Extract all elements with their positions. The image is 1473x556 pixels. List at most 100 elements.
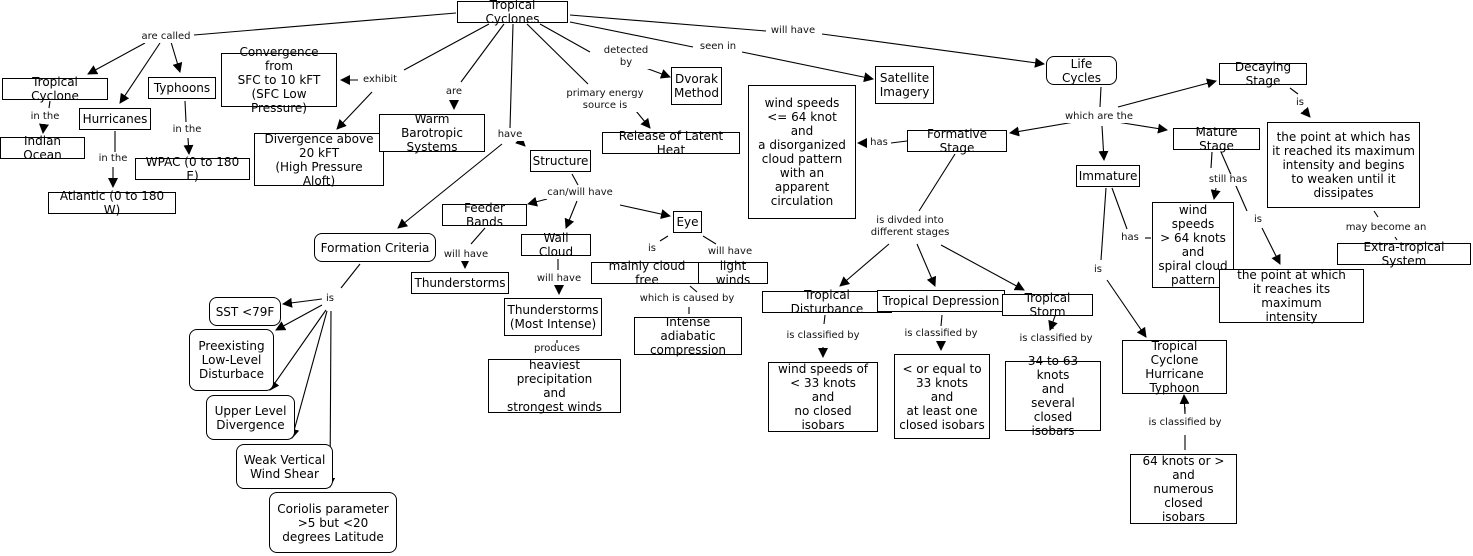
connector-arrow: [289, 310, 328, 439]
connector-line: [1373, 210, 1379, 218]
connector-line: [918, 153, 956, 212]
concept-convergence[interactable]: Convergence from SFC to 10 kFT (SFC Low …: [221, 45, 337, 115]
connector-line: [1210, 151, 1213, 169]
concept-decay-desc[interactable]: the point at which has it reached its ma…: [1267, 122, 1420, 208]
concept-td-desc[interactable]: wind speeds of < 33 knots and no closed …: [768, 362, 878, 432]
concept-adiabatic[interactable]: Intense adiabatic compression: [634, 315, 742, 357]
link-label-detected-by: detected by: [601, 45, 651, 69]
link-label-have: have: [495, 129, 525, 141]
concept-latent-heat[interactable]: Release of Latent Heat: [602, 129, 740, 157]
link-label-will-have-fb: will have: [441, 249, 491, 261]
concept-wall-cloud[interactable]: Wall Cloud: [521, 231, 591, 259]
connector-arrow: [282, 297, 323, 308]
concept-hurricane-class[interactable]: 64 knots or > and numerous closed isobar…: [1130, 454, 1237, 524]
concept-mainly-cloud-free[interactable]: mainly cloud free: [591, 259, 703, 287]
concept-tropical-storm[interactable]: Tropical Storm: [1002, 291, 1093, 319]
connector-arrow: [564, 200, 578, 229]
concept-immature[interactable]: Immature: [1076, 165, 1140, 187]
concept-wpac[interactable]: WPAC (0 to 180 E): [135, 155, 250, 183]
connector-line: [702, 235, 717, 245]
concept-tc-names[interactable]: Tropical Cyclone Hurricane Typhoon: [1122, 339, 1227, 395]
connector-arrow: [1106, 279, 1147, 338]
concept-dvorak[interactable]: Dvorak Method: [671, 67, 722, 105]
connector-line: [569, 14, 767, 32]
concept-formative-desc[interactable]: wind speeds <= 64 knot and a disorganize…: [748, 85, 856, 219]
concept-divergence[interactable]: Divergence above 20 kFT (High Pressure A…: [254, 132, 384, 188]
concept-mature-wind[interactable]: wind speeds > 64 knots and spiral cloud …: [1152, 202, 1234, 288]
concept-tropical-depression[interactable]: Tropical Depression: [877, 290, 1005, 312]
connector-arrow: [1210, 187, 1221, 200]
link-label-in-the-2: in the: [96, 153, 130, 165]
concept-tropical-disturbance[interactable]: Tropical Disturbance: [762, 288, 892, 316]
concept-eye[interactable]: Eye: [673, 211, 702, 233]
link-label-is-mature: is: [1252, 214, 1264, 226]
concept-max-intensity[interactable]: the point at which it reaches its maximu…: [1219, 268, 1364, 324]
concept-structure[interactable]: Structure: [530, 150, 591, 172]
connector-line: [823, 314, 826, 325]
link-label-has-formative: has: [868, 137, 890, 149]
connector-line: [569, 21, 694, 48]
connector-arrow: [635, 110, 651, 129]
link-label-in-the-1: in the: [28, 111, 62, 123]
link-label-caused-by: which is caused by: [637, 293, 737, 305]
link-label-is-eye: is: [646, 243, 658, 255]
connector-arrow: [170, 41, 183, 73]
concept-atlantic[interactable]: Atlantic (0 to 180 W): [48, 189, 176, 217]
concept-light-winds[interactable]: light winds: [698, 259, 768, 287]
connector-line: [890, 140, 908, 144]
concept-warm-barotropic[interactable]: Warm Barotropic Systems: [379, 112, 485, 154]
concept-weak-shear[interactable]: Weak Vertical Wind Shear: [236, 444, 333, 489]
connector-line: [509, 23, 514, 129]
link-label-classified-hurr: is classified by: [1146, 417, 1224, 429]
concept-tdep-desc[interactable]: < or equal to 33 knots and at least one …: [894, 354, 990, 439]
link-label-are: are: [443, 86, 465, 98]
concept-extratropical[interactable]: Extra-tropical System: [1337, 240, 1471, 268]
concept-hurricanes[interactable]: Hurricanes: [79, 108, 151, 130]
concept-sst[interactable]: SST <79F: [209, 297, 281, 326]
concept-decaying-stage[interactable]: Decaying Stage: [1219, 60, 1307, 88]
link-label-produces: produces: [532, 343, 582, 355]
connector-arrow: [1179, 394, 1190, 415]
connector-line: [659, 235, 669, 242]
connector-line: [193, 12, 457, 36]
connector-arrow: [1300, 106, 1311, 118]
link-label-exhibit: exhibit: [360, 74, 400, 86]
concept-ts-desc[interactable]: 34 to 63 knots and several closed isobar…: [1005, 354, 1101, 438]
concept-upper-div[interactable]: Upper Level Divergence: [206, 395, 295, 440]
connector-line: [340, 263, 361, 289]
link-label-is-immature: is: [1092, 264, 1104, 276]
concept-satellite[interactable]: Satellite Imagery: [875, 66, 934, 104]
connector-arrow: [916, 243, 937, 287]
concept-tropical-cyclones[interactable]: Tropical Cyclones: [457, 0, 568, 26]
connector-arrow: [1098, 125, 1109, 161]
connector-line: [526, 23, 589, 85]
connector-line: [1289, 87, 1299, 95]
connector-arrow: [527, 196, 548, 207]
connector-line: [403, 23, 490, 71]
link-label-still-has: still has: [1206, 174, 1250, 186]
connector-line: [539, 23, 591, 53]
concept-formation-criteria[interactable]: Formation Criteria: [314, 233, 436, 262]
link-label-is-fc: is: [324, 293, 336, 305]
concept-coriolis[interactable]: Coriolis parameter >5 but <20 degrees La…: [269, 492, 397, 553]
concept-feeder-bands[interactable]: Feeder Bands: [442, 201, 527, 229]
link-label-classified-ts: is classified by: [1017, 333, 1095, 345]
link-label-will-have-top: will have: [768, 25, 818, 37]
connector-arrow: [1117, 78, 1217, 108]
connector-arrow: [821, 33, 1045, 68]
concept-typhoons[interactable]: Typhoons: [148, 77, 216, 99]
concept-life-cycles[interactable]: Life Cycles: [1046, 56, 1117, 85]
concept-heaviest-precip[interactable]: heaviest precipitation and strongest win…: [488, 358, 621, 414]
link-label-has-immature: has: [1119, 232, 1141, 244]
concept-mature-stage[interactable]: Mature Stage: [1173, 125, 1260, 153]
connector-arrow: [839, 243, 890, 287]
concept-thunderstorms-intense[interactable]: Thunderstorms (Most Intense): [504, 298, 602, 336]
connector-line: [460, 23, 505, 83]
concept-preexisting[interactable]: Preexisting Low-Level Disturbace: [189, 329, 274, 391]
concept-tropical-cyclone[interactable]: Tropical Cyclone: [2, 75, 108, 103]
concept-indian-ocean[interactable]: Indian Ocean: [0, 134, 85, 162]
concept-thunderstorms[interactable]: Thunderstorms: [411, 272, 509, 294]
concept-formative-stage[interactable]: Formative Stage: [907, 127, 1007, 155]
link-label-will-have-eye: will have: [705, 246, 755, 258]
connector-arrow: [39, 123, 49, 134]
